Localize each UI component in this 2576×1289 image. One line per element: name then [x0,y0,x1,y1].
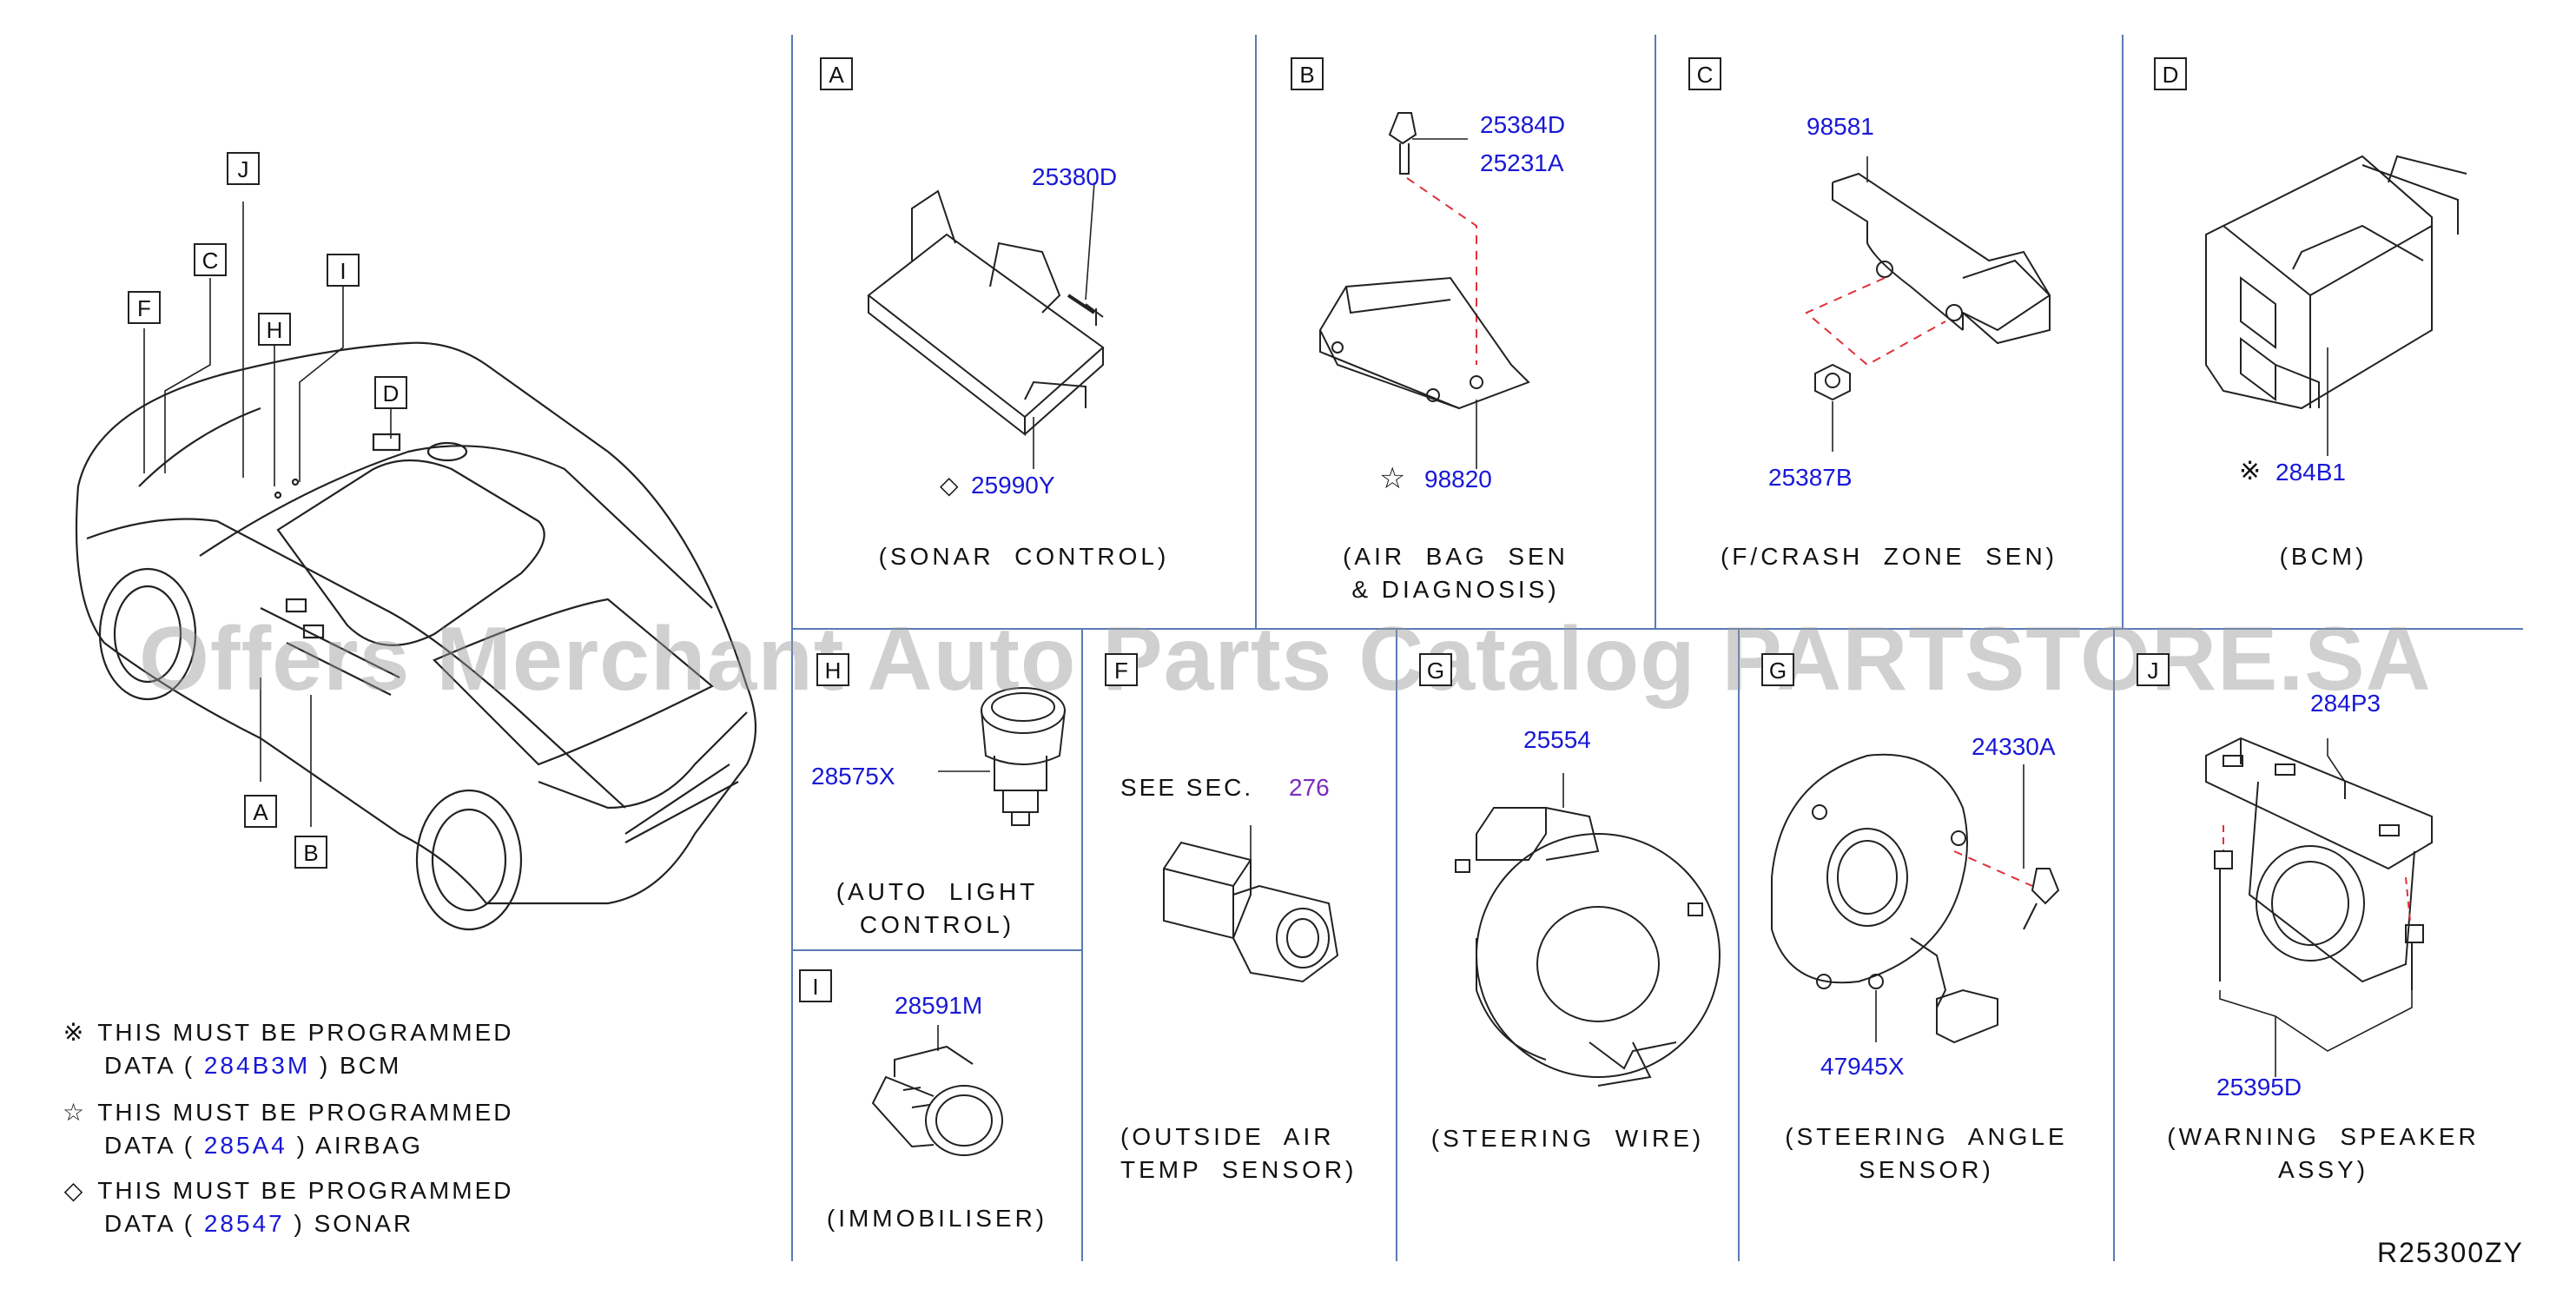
part-98820[interactable]: 98820 [1424,466,1492,492]
part-28575X[interactable]: 28575X [811,763,895,790]
section-label-h: H [816,653,849,686]
grid-lines [791,35,2523,1261]
section-label-j: J [2137,653,2170,686]
car-callout-f[interactable]: F [128,291,161,324]
caption-crash-zone-sen: (F/CRASH ZONE SEN) [1720,543,2057,570]
caption-steering-angle-sensor: (STEERING ANGLE SENSOR) [1785,1123,2068,1183]
section-label-f: F [1105,653,1138,686]
part-25231A[interactable]: 25231A [1480,149,1564,176]
part-25990Y[interactable]: 25990Y [971,472,1055,499]
part-98581[interactable]: 98581 [1807,113,1874,140]
programmed-symbol-airbag-part: ☆ [1379,462,1409,495]
car-callout-j[interactable]: J [227,152,260,185]
warning-speaker-drawing [2205,737,2433,1077]
section-label-c: C [1688,57,1721,90]
programmed-symbol-bcm: ※ [63,1019,87,1046]
section-label-d: D [2154,57,2187,90]
car-callout-a[interactable]: A [244,795,277,828]
part-285A4[interactable]: 285A4 [203,1132,287,1159]
outside-air-temp-sensor-drawing [1163,825,1339,983]
programmed-symbol-bcm-part: ※ [2239,457,2264,486]
caption-air-bag-sen: (AIR BAG SEN & DIAGNOSIS) [1343,543,1569,603]
part-25395D[interactable]: 25395D [2216,1074,2302,1101]
immobiliser-drawing [871,1025,1003,1156]
watermark: Offers Merchant Auto Parts Catalog PARTS… [139,609,2432,710]
part-25384D[interactable]: 25384D [1480,111,1566,138]
car-callout-d[interactable]: D [374,376,407,409]
see-section-text: SEE SEC. [1120,774,1254,801]
caption-sonar-control: (SONAR CONTROL) [878,543,1170,570]
section-label-a: A [820,57,853,90]
part-25380D[interactable]: 25380D [1032,163,1118,190]
car-callout-b[interactable]: B [294,836,327,869]
sonar-control-drawing [867,182,1105,469]
note-sonar: ◇ THIS MUST BE PROGRAMMED DATA ( 28547 )… [61,1174,513,1240]
programmed-symbol-sonar: ◇ [63,1177,86,1204]
caption-immobiliser: (IMMOBILISER) [826,1205,1048,1232]
caption-outside-air-temp-sensor: (OUTSIDE AIR TEMP SENSOR) [1120,1123,1357,1183]
caption-bcm: (BCM) [2279,543,2368,570]
car-callout-h[interactable]: H [258,313,291,346]
note-airbag: ☆ THIS MUST BE PROGRAMMED DATA ( 285A4 )… [61,1096,513,1162]
part-25554[interactable]: 25554 [1523,726,1591,753]
part-284P3[interactable]: 284P3 [2310,690,2381,717]
car-callout-leaders [143,202,392,827]
programmed-symbol-airbag: ☆ [62,1099,88,1126]
car-drawing [75,341,757,931]
section-label-g2: G [1761,653,1794,686]
part-28591M[interactable]: 28591M [895,992,983,1019]
see-section-link[interactable]: 276 [1289,774,1330,801]
programmed-symbol-sonar-part: ◇ [940,472,961,499]
part-25387B[interactable]: 25387B [1768,464,1853,491]
part-24330A[interactable]: 24330A [1972,733,2056,760]
diagram-reference-code: R25300ZY [2377,1237,2524,1268]
crash-zone-sensor-drawing [1805,156,2051,452]
part-28547[interactable]: 28547 [203,1210,285,1237]
steering-angle-sensor-drawing [1771,753,2060,1044]
caption-auto-light-control: (AUTO LIGHT CONTROL) [836,878,1039,938]
airbag-sensor-drawing [1318,112,1530,469]
auto-light-drawing [938,687,1066,826]
caption-steering-wire: (STEERING WIRE) [1430,1125,1705,1152]
bcm-drawing [2205,155,2467,456]
part-47945X[interactable]: 47945X [1820,1053,1905,1080]
part-284B3M[interactable]: 284B3M [203,1052,311,1079]
caption-warning-speaker-assy: (WARNING SPEAKER ASSY) [2167,1123,2480,1183]
car-callout-c[interactable]: C [194,243,227,276]
section-label-b: B [1291,57,1324,90]
note-bcm: ※ THIS MUST BE PROGRAMMED DATA ( 284B3M … [61,1016,513,1082]
steering-wire-drawing [1455,773,1721,1087]
section-label-g1: G [1419,653,1452,686]
part-284B1[interactable]: 284B1 [2275,459,2346,486]
car-callout-i[interactable]: I [327,254,360,287]
section-label-i: I [799,969,832,1002]
